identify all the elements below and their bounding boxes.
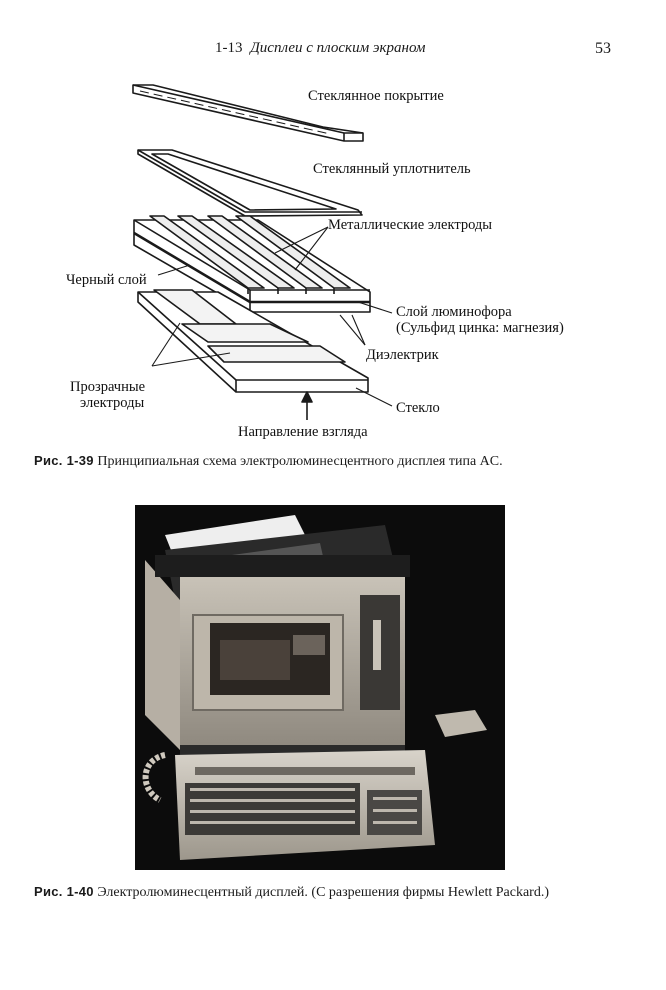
label-phosphor-layer: Слой люминофора (396, 304, 512, 320)
figure-1-40-number: Рис. 1-40 (34, 884, 94, 899)
metal-electrodes-layer (133, 215, 371, 313)
figure-1-39-caption: Рис. 1-39 Принципиальная схема электролю… (34, 453, 503, 470)
figure-1-39-text: Принципиальная схема электролюминесцентн… (97, 454, 503, 469)
label-glass: Стекло (396, 400, 440, 416)
figure-1-39-number: Рис. 1-39 (34, 453, 94, 468)
glass-cover-layer (132, 84, 364, 142)
label-transparent-electrodes-1: Прозрачные (70, 379, 145, 395)
section-number: 1-13 (215, 40, 243, 56)
el-display-exploded-diagram: Стеклянное покрытие Стеклянный уплотните… (66, 84, 564, 440)
page-number: 53 (595, 40, 611, 57)
el-display-photo (135, 505, 505, 870)
label-black-layer: Черный слой (66, 272, 147, 288)
label-view-direction: Направление взгляда (238, 424, 368, 440)
figure-1-40-text: Электролюминесцентный дисплей. (С разреш… (97, 885, 549, 900)
label-glass-seal: Стеклянный уплотнитель (313, 161, 471, 177)
label-phosphor-composition: (Сульфид цинка: магнезия) (396, 320, 564, 336)
label-transparent-electrodes-2: электроды (80, 395, 144, 411)
label-dielectric: Диэлектрик (366, 347, 440, 363)
chapter-title: Дисплеи с плоским экраном (250, 40, 426, 56)
bottom-glass-layer (137, 289, 369, 393)
label-glass-cover: Стеклянное покрытие (308, 88, 444, 104)
glass-seal-layer (137, 149, 363, 217)
running-head: 1-13 Дисплеи с плоским экраном (215, 40, 425, 57)
figure-1-40-caption: Рис. 1-40 Электролюминесцентный дисплей.… (34, 884, 549, 901)
label-metal-electrodes: Металлические электроды (328, 217, 492, 233)
view-direction-arrow (301, 391, 313, 420)
leader-lines (151, 226, 393, 407)
